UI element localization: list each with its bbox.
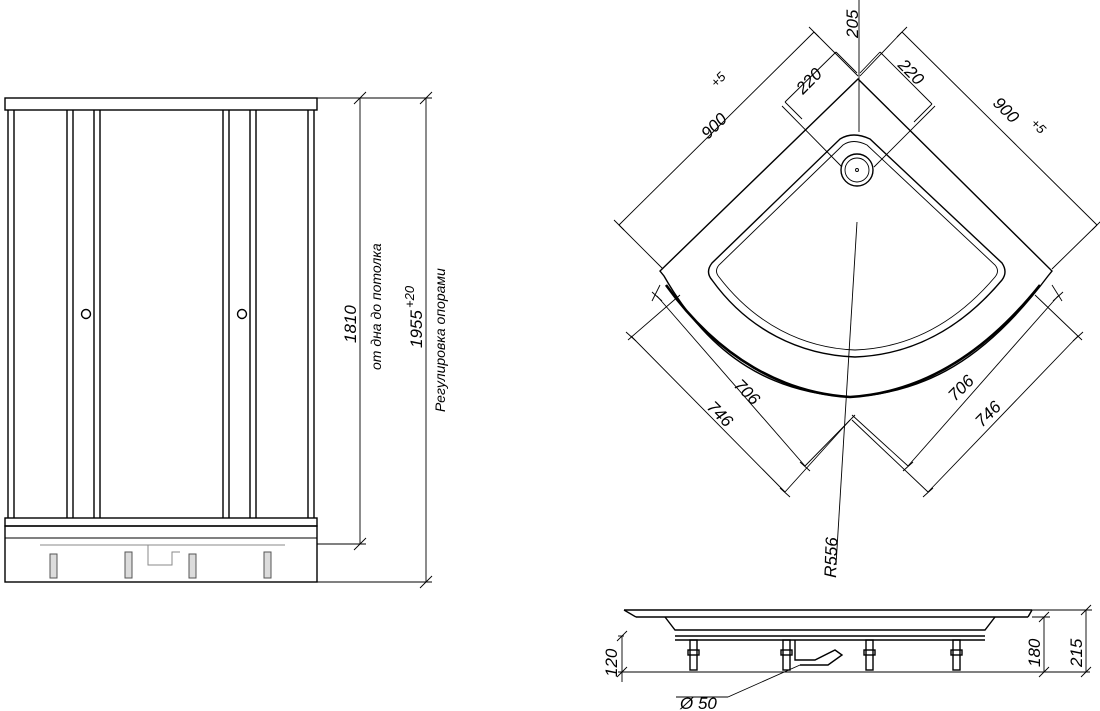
right-outer-height-label: 215 (1067, 638, 1086, 668)
dimension-1955 (317, 91, 433, 589)
drain-inner (844, 157, 870, 183)
left-height-label: 120 (602, 648, 621, 677)
left-side-tolerance: +5 (708, 68, 730, 90)
left-door-handle (80, 308, 92, 320)
right-door-handle (236, 308, 248, 320)
drain-diameter-label: Ø 50 (679, 694, 717, 711)
top-view: 205 220 220 900 +5 900 (613, 0, 1100, 578)
right-side-label: 900 (989, 93, 1023, 127)
drain-outer (840, 153, 874, 187)
height-note: от дна до потолка (368, 243, 384, 370)
side-length-dims (613, 26, 1100, 270)
total-height-note: Регулировка опорами (432, 268, 448, 412)
side-legs (687, 639, 963, 671)
top-rail (4, 97, 318, 111)
right-drain-offset: 220 (893, 55, 928, 90)
right-inner-height-label: 180 (1025, 638, 1044, 667)
support-legs (40, 544, 285, 579)
left-side-label: 900 (697, 109, 731, 143)
drain-pipe (794, 640, 844, 666)
right-outer-width: 746 (971, 397, 1005, 431)
top-offset-label: 205 (843, 9, 862, 39)
drain-offset-dims (781, 51, 936, 168)
right-side-tolerance: +5 (1028, 116, 1050, 138)
radius-label: R556 (821, 536, 841, 578)
left-drain-offset: 220 (792, 64, 827, 99)
right-door-frame (222, 110, 257, 518)
total-height-tolerance: +20 (402, 285, 417, 308)
left-outer-width: 746 (703, 397, 737, 431)
left-inner-width: 706 (730, 375, 764, 409)
bottom-rail (4, 517, 318, 527)
tray-basin (707, 134, 1006, 358)
total-height-label: 1955 (407, 310, 426, 348)
right-inner-width: 706 (944, 371, 978, 405)
right-width-dims (851, 284, 1084, 498)
front-view: 1810 от дна до потолка 1955 +20 Регулиро… (4, 91, 448, 589)
height-label: 1810 (341, 305, 360, 343)
side-view: 120 180 215 Ø 50 (602, 604, 1092, 711)
front-edge (664, 284, 1042, 399)
left-door-frame (66, 110, 101, 518)
left-width-dims (625, 284, 856, 498)
shower-tray (4, 525, 318, 583)
